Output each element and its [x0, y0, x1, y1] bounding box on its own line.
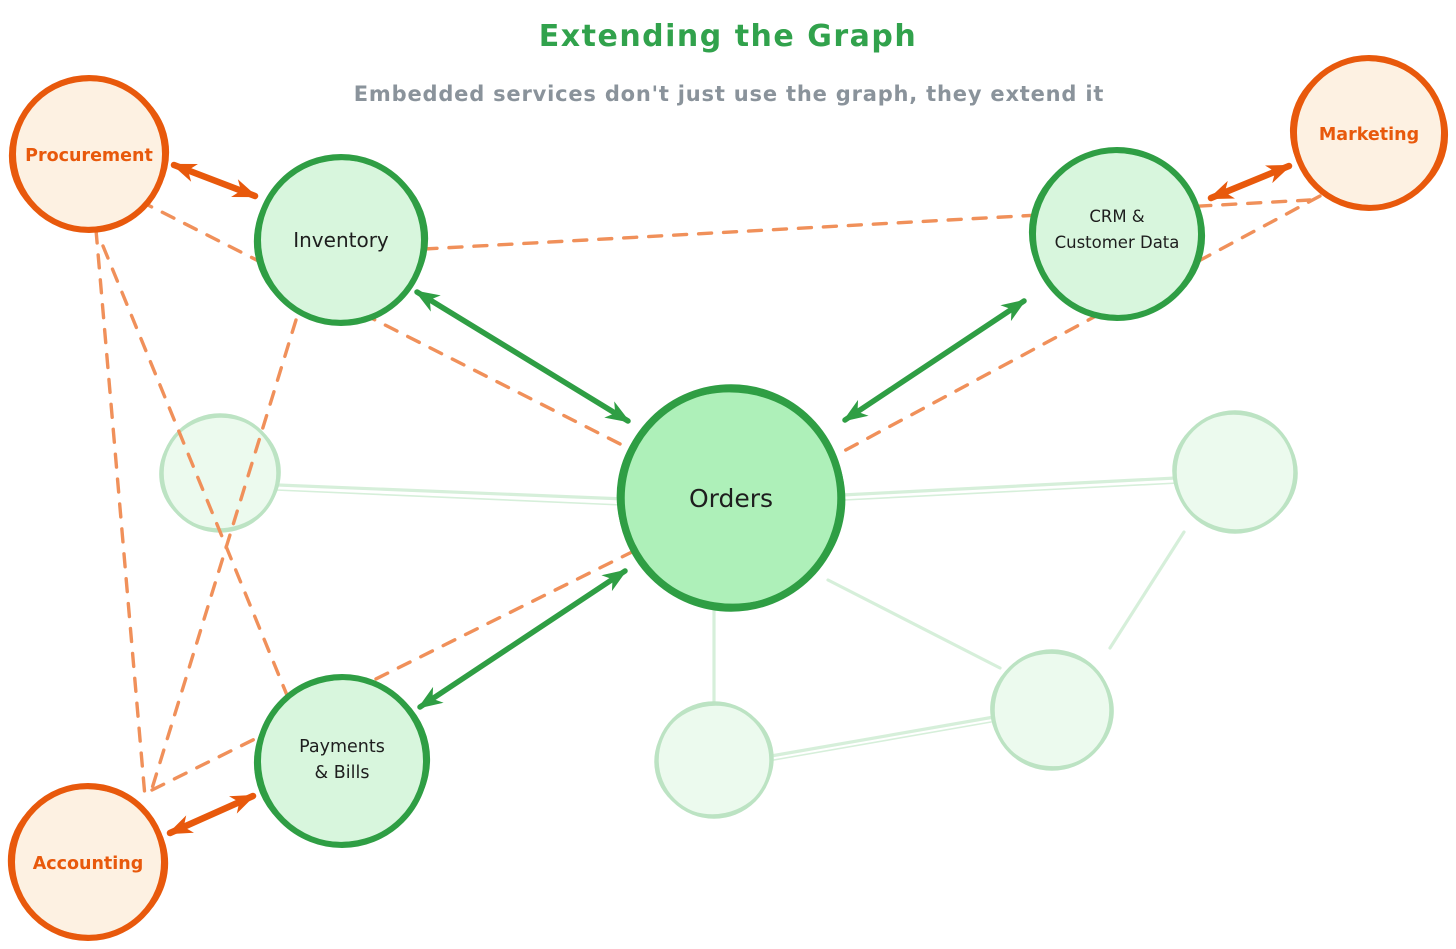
- arrow-inventory-orders: [414, 289, 631, 424]
- node-inventory: [255, 154, 427, 326]
- faded-link-left-orders-sketch: [275, 489, 623, 506]
- faded-link-orders-bottomright: [826, 578, 1002, 670]
- node-inventory-label: Inventory: [293, 228, 389, 252]
- node-crm-label-line2: Customer Data: [1055, 233, 1180, 252]
- node-orders-sketch: [616, 389, 846, 607]
- node-faded-bottom-center-sketch: [654, 703, 774, 817]
- node-orders-label: Orders: [689, 484, 773, 513]
- graph-nodes-layer: [253, 147, 1206, 848]
- node-marketing-sketch: [1289, 58, 1449, 208]
- labels-layer: Extending the Graph Embedded services do…: [25, 19, 1419, 874]
- faded-link-orders-right-sketch: [843, 482, 1179, 501]
- faded-link-bottomright-right: [1108, 530, 1186, 650]
- node-accounting-label: Accounting: [33, 854, 144, 874]
- faded-link-orders-right: [840, 476, 1178, 497]
- node-payments: [255, 674, 429, 848]
- faded-links-layer: [275, 476, 1186, 762]
- node-payments-label-line2: & Bills: [315, 763, 370, 783]
- dashed-inventory-accounting: [148, 318, 298, 797]
- node-marketing: [1291, 55, 1447, 211]
- node-crm: [1030, 147, 1204, 321]
- faded-link-bottomcenter-bottomright-sketch: [767, 721, 992, 762]
- node-procurement-sketch: [8, 78, 170, 230]
- node-procurement: [10, 75, 168, 233]
- node-accounting: [9, 783, 167, 941]
- node-accounting-sketch: [7, 786, 169, 938]
- dashed-procurement-accounting: [94, 228, 147, 799]
- node-payments-label-line1: Payments: [299, 737, 385, 757]
- arrows-layer: [166, 161, 1293, 837]
- embedded-nodes-layer: [7, 55, 1449, 941]
- node-faded-right: [1173, 410, 1297, 534]
- node-faded-bottom-right-sketch: [990, 652, 1114, 768]
- faded-nodes-layer: [159, 410, 1298, 819]
- node-faded-bottom-right: [991, 649, 1113, 771]
- arrow-payments-orders: [417, 568, 628, 710]
- diagram-title: Extending the Graph: [539, 19, 917, 54]
- diagram-subtitle: Embedded services don't just use the gra…: [354, 82, 1104, 106]
- node-crm-sketch: [1028, 150, 1206, 318]
- node-faded-bottom-center: [655, 701, 773, 819]
- arrow-procurement-inventory: [170, 161, 259, 200]
- node-procurement-label: Procurement: [25, 146, 153, 166]
- node-faded-right-sketch: [1172, 412, 1298, 532]
- node-inventory-sketch: [253, 157, 429, 323]
- faded-link-left-orders: [276, 483, 627, 501]
- node-faded-left-sketch: [159, 416, 281, 530]
- arrow-accounting-payments: [166, 792, 257, 837]
- arrow-crm-orders: [842, 298, 1027, 423]
- node-orders: [617, 384, 845, 612]
- node-crm-label-line1: CRM &: [1089, 207, 1144, 226]
- dashed-procurement-payments: [101, 244, 309, 746]
- arrow-marketing-crm: [1207, 162, 1293, 202]
- faded-link-bottomcenter-bottomright: [769, 715, 996, 758]
- node-payments-sketch: [253, 677, 431, 845]
- node-marketing-label: Marketing: [1319, 125, 1419, 145]
